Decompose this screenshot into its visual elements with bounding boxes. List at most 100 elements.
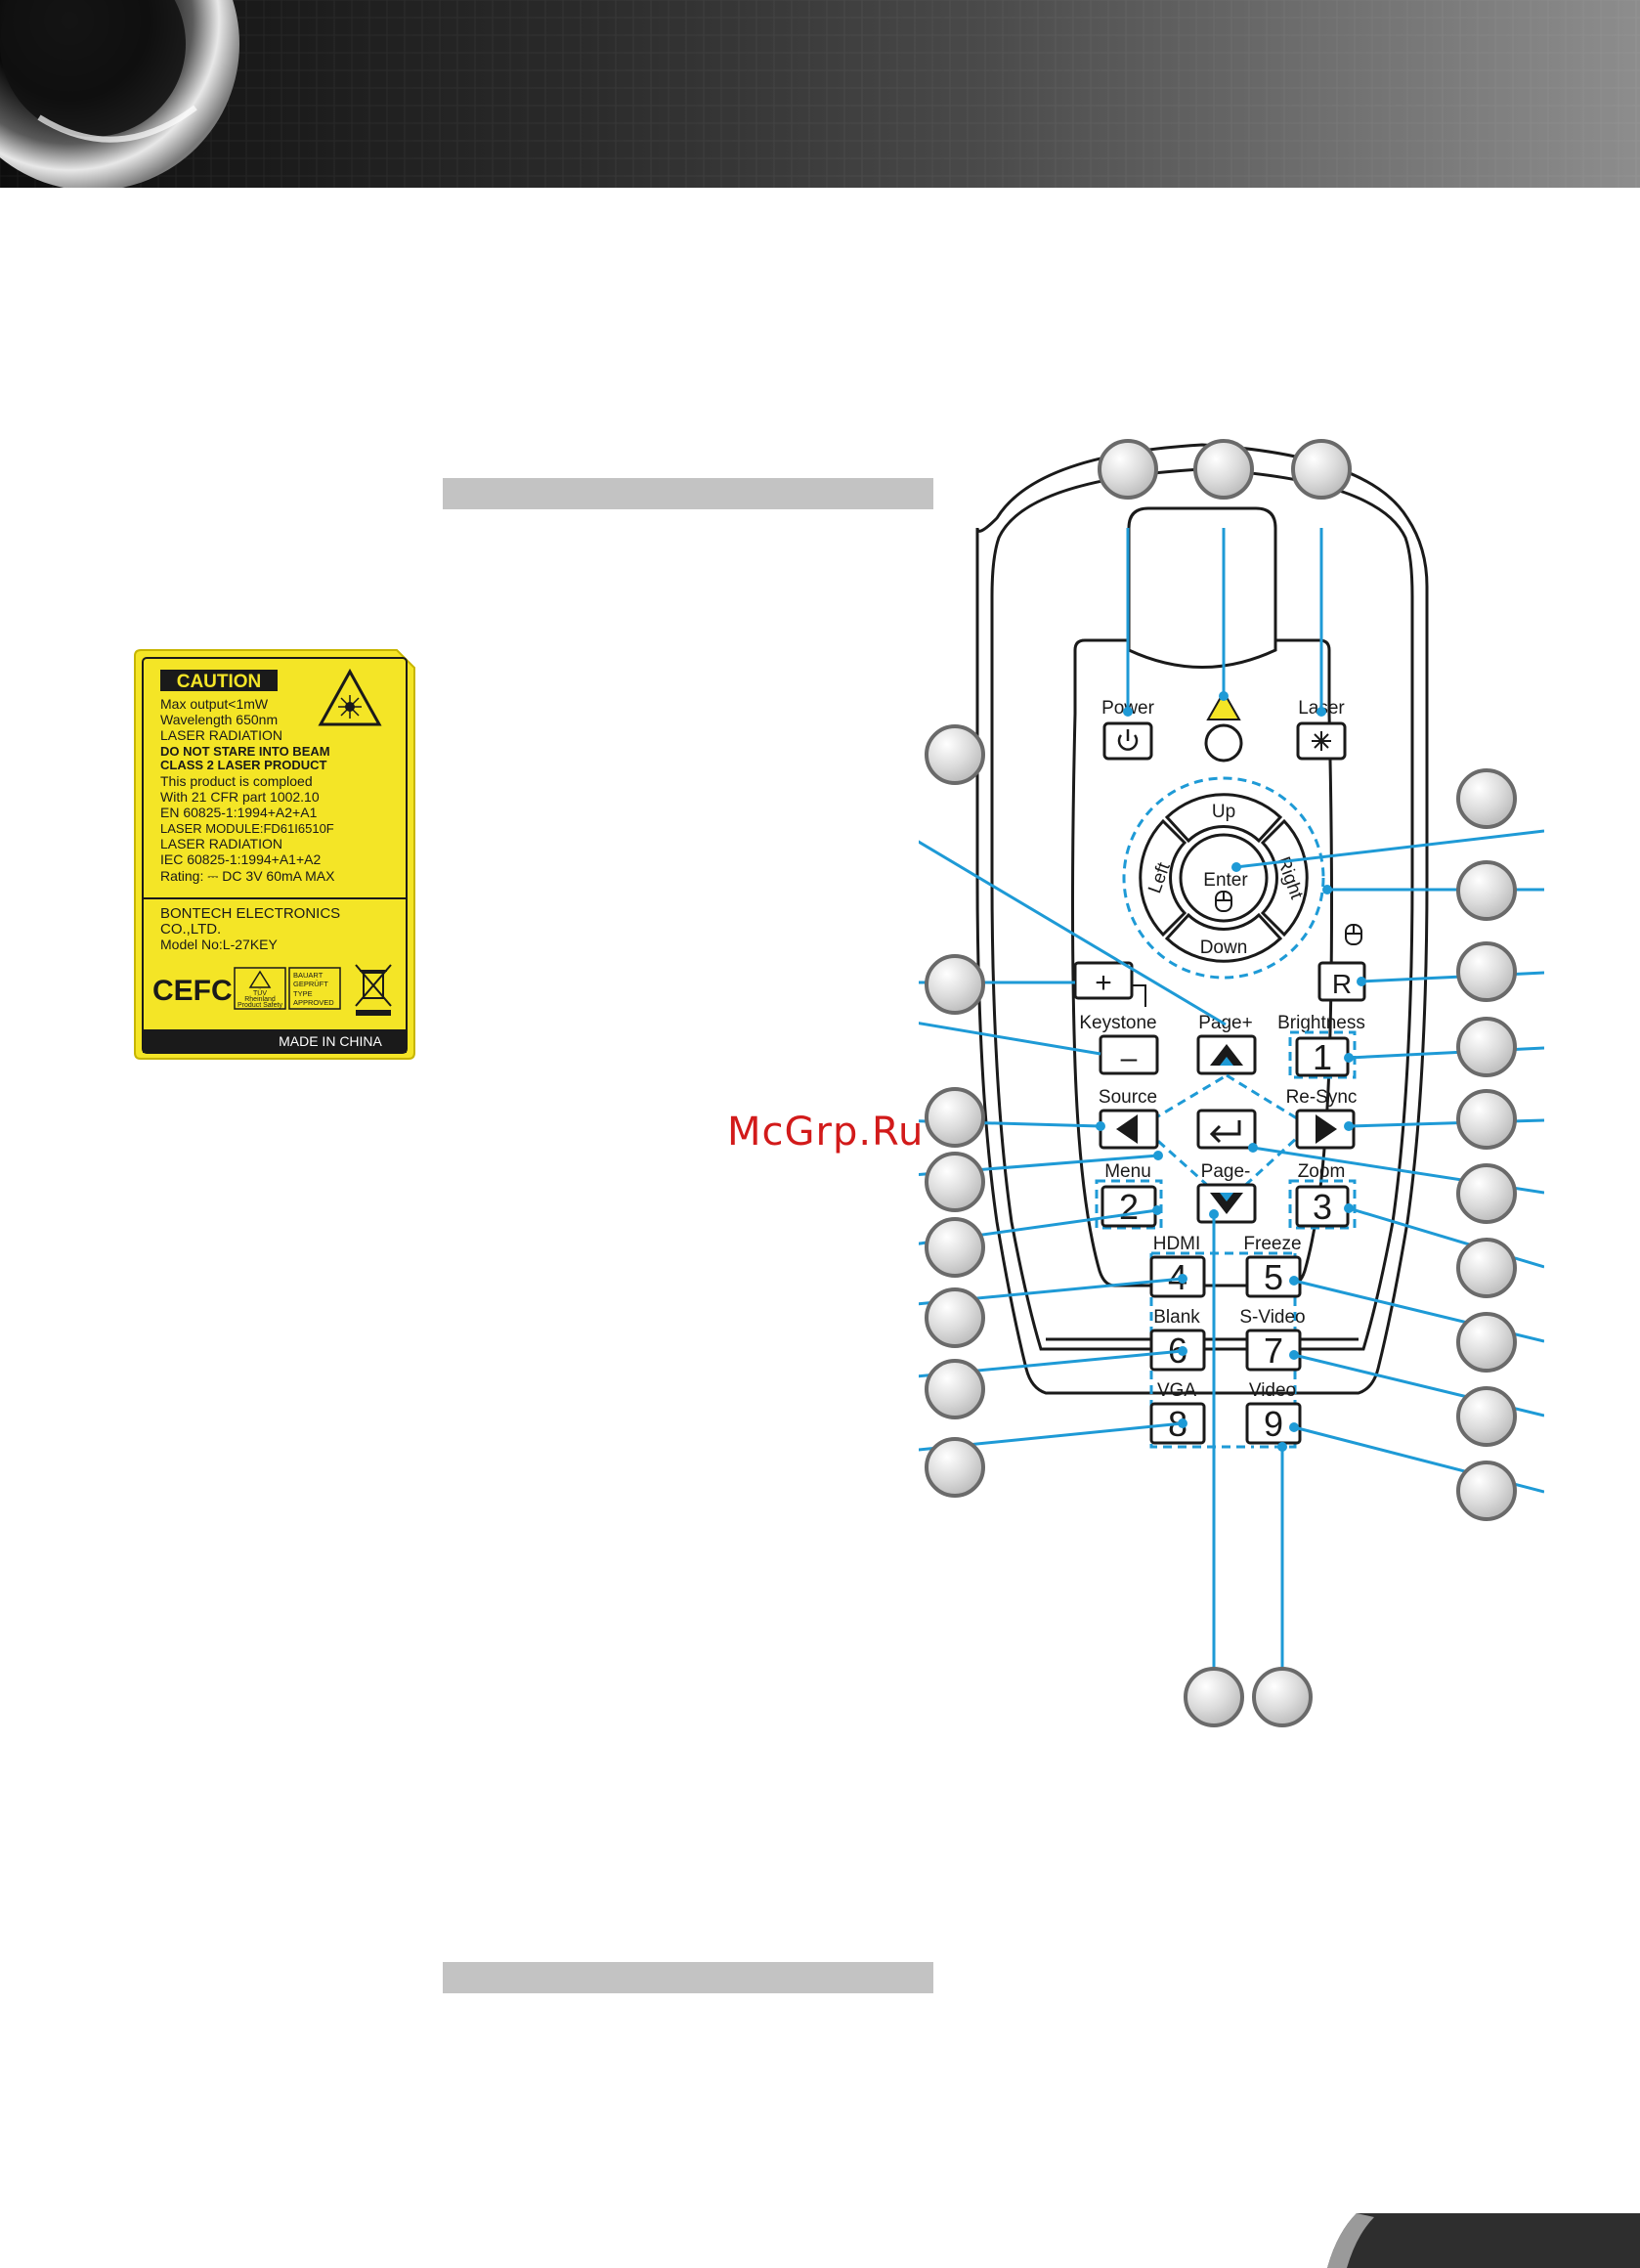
ce-fc-mark: CEFC <box>152 975 233 1007</box>
callout-bubble <box>1456 1461 1517 1521</box>
key-2-label: 2 <box>1119 1187 1139 1227</box>
tuv-text: Rheinland <box>244 996 276 1003</box>
key-4-label: 4 <box>1168 1257 1187 1297</box>
laser-warning-icon <box>1206 689 1241 720</box>
compliance-line: Rating: ⎓ DC 3V 60mA MAX <box>160 868 335 884</box>
key-7 <box>1245 1329 1302 1372</box>
hdmi-label: HDMI <box>1153 1234 1201 1254</box>
laser-icon <box>1312 731 1331 751</box>
keystone-plus-button <box>1073 961 1134 1000</box>
bauart-mark <box>288 967 341 1010</box>
mouse-icon <box>1345 924 1362 945</box>
blank-label: Blank <box>1153 1307 1200 1328</box>
watermark: McGrp.Ru <box>727 1110 925 1155</box>
callout-bubble <box>1184 1667 1244 1727</box>
caution-title: CAUTION <box>177 672 262 692</box>
caution-line: Wavelength 650nm <box>160 712 278 727</box>
header-banner <box>0 0 1640 188</box>
callout-bubble <box>925 1287 985 1348</box>
tuv-mark <box>234 967 286 1010</box>
callout-bubble <box>1456 1386 1517 1447</box>
callout-bubble <box>1456 768 1517 829</box>
down-button <box>1164 912 1283 963</box>
callout-bubble <box>925 954 985 1015</box>
page-corner-decoration <box>1327 2213 1640 2268</box>
keystone-label: Keystone <box>1079 1013 1156 1033</box>
callout-bubble <box>1456 860 1517 921</box>
bauart-text: TYPE <box>293 989 313 998</box>
callout-bubble <box>1456 1089 1517 1150</box>
header-decoration <box>0 0 1640 188</box>
caution-bold-line: DO NOT STARE INTO BEAM <box>160 744 330 759</box>
remote-control-diagram: .lbl { font-family:"Liberation Sans", sa… <box>919 443 1544 1672</box>
made-in-china: MADE IN CHINA <box>279 1033 382 1049</box>
callout-bubble <box>925 1217 985 1278</box>
keystone-minus-button <box>1099 1034 1159 1075</box>
vga-label: VGA <box>1157 1380 1196 1401</box>
compliance-line: This product is comploed <box>160 773 313 789</box>
up-label: Up <box>1212 802 1235 822</box>
tuv-text: Product Safety <box>237 1002 282 1009</box>
svideo-label: S-Video <box>1239 1307 1305 1328</box>
callout-bubble <box>1456 1163 1517 1224</box>
key-9-label: 9 <box>1264 1404 1283 1444</box>
section-bar-bottom <box>443 1962 933 1993</box>
callout-dots <box>1096 691 1366 1452</box>
callout-lines <box>919 528 1544 1672</box>
zoom-label: Zoom <box>1298 1161 1346 1182</box>
key-4 <box>1149 1255 1206 1298</box>
compliance-line: LASER RADIATION <box>160 836 282 851</box>
return-icon <box>1209 1120 1241 1144</box>
bauart-text: BAUART <box>293 971 324 980</box>
keystone-minus-label: – <box>1121 1042 1138 1074</box>
page-down-label: Page- <box>1201 1161 1251 1182</box>
enter-button <box>1179 833 1269 923</box>
menu-label: Menu <box>1104 1161 1151 1182</box>
caution-line: Max output<1mW <box>160 696 269 712</box>
callout-bubble <box>925 1152 985 1212</box>
section-bar-top <box>443 478 933 509</box>
key-5 <box>1245 1255 1302 1298</box>
callout-bubble <box>1456 1312 1517 1373</box>
laser-indicator <box>1204 723 1243 763</box>
caution-bold-line: CLASS 2 LASER PRODUCT <box>160 758 327 772</box>
mouse-icon <box>1215 891 1232 912</box>
compliance-line: IEC 60825-1:1994+A1+A2 <box>160 851 321 867</box>
source-label: Source <box>1099 1087 1157 1108</box>
bauart-text: APPROVED <box>293 998 334 1007</box>
callout-bubble <box>925 1437 985 1498</box>
page-up-icon <box>1210 1044 1243 1066</box>
compliance-line: With 21 CFR part 1002.10 <box>160 789 320 805</box>
callout-bubble <box>1456 941 1517 1002</box>
callout-bubble <box>1193 439 1254 500</box>
callout-bubble <box>925 1087 985 1148</box>
key-5-label: 5 <box>1264 1257 1283 1297</box>
callout-bubble <box>1456 1017 1517 1077</box>
key-3-label: 3 <box>1313 1187 1332 1227</box>
r-button-label: R <box>1332 969 1352 999</box>
compliance-line: EN 60825-1:1994+A2+A1 <box>160 805 318 820</box>
callout-bubble <box>1291 439 1352 500</box>
callout-bubble <box>925 724 985 785</box>
callout-bubble <box>1098 439 1158 500</box>
dpad <box>1139 793 1309 963</box>
callout-bubble <box>1456 1238 1517 1298</box>
callout-bubble <box>925 1359 985 1419</box>
enter-label: Enter <box>1203 870 1248 891</box>
compliance-line: LASER MODULE:FD61I6510F <box>160 821 334 836</box>
maker-line: Model No:L-27KEY <box>160 937 279 952</box>
key-7-label: 7 <box>1264 1330 1283 1371</box>
video-label: Video <box>1249 1380 1296 1401</box>
resync-label: Re-Sync <box>1286 1087 1358 1108</box>
keystone-plus-label: + <box>1095 967 1112 999</box>
key-1-label: 1 <box>1313 1037 1332 1077</box>
right-arrow-icon <box>1316 1114 1337 1144</box>
tuv-text: TÜV <box>253 989 267 997</box>
down-label: Down <box>1200 938 1248 958</box>
up-button <box>1164 793 1283 844</box>
bauart-text: GEPRÜFT <box>293 980 328 988</box>
return-button <box>1196 1109 1257 1150</box>
power-icon <box>1117 729 1139 751</box>
maker-line: CO.,LTD. <box>160 921 221 938</box>
callout-bubble <box>1252 1667 1313 1727</box>
